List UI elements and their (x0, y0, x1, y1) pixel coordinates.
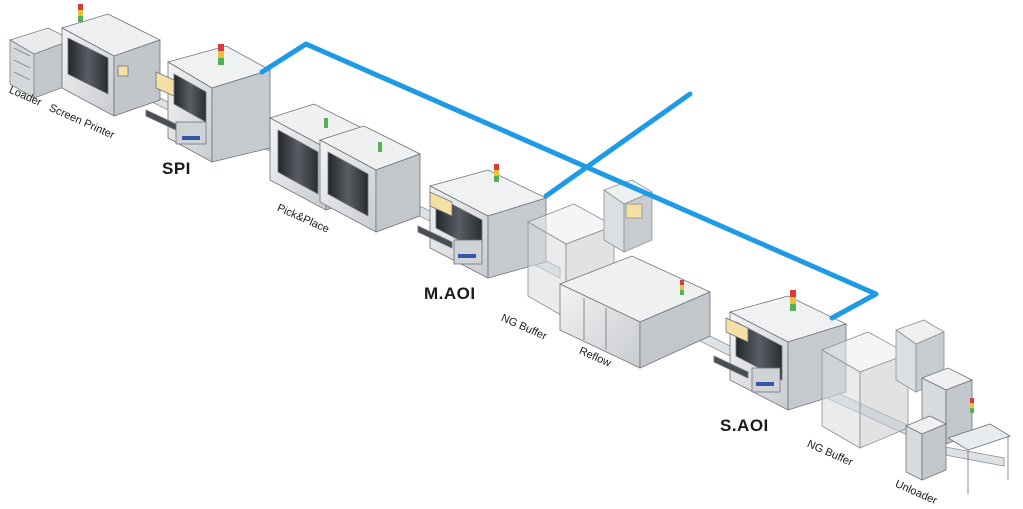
signal-tower-icon (78, 4, 83, 22)
network-line-branch (543, 91, 693, 199)
signal-tower-icon (790, 290, 796, 311)
signal-tower-icon (970, 398, 974, 413)
label-m-aoi: M.AOI (424, 284, 476, 303)
signal-tower-icon (218, 44, 224, 65)
ng-buffer-2-machine (821, 319, 945, 449)
spi-machine (145, 44, 272, 163)
screen-printer-machine (60, 4, 162, 117)
unloader-machine (905, 367, 1011, 494)
m-aoi-machine (417, 164, 548, 279)
pick-place-machine (268, 103, 422, 233)
network-line-main (259, 41, 879, 321)
network-connection-lines (259, 41, 879, 321)
ng-buffer-1-machine (527, 179, 653, 319)
label-s-aoi: S.AOI (720, 416, 769, 435)
label-spi: SPI (162, 159, 191, 178)
reflow-oven (558, 255, 711, 369)
signal-tower-icon (494, 164, 499, 182)
signal-tower-icon (680, 280, 684, 295)
